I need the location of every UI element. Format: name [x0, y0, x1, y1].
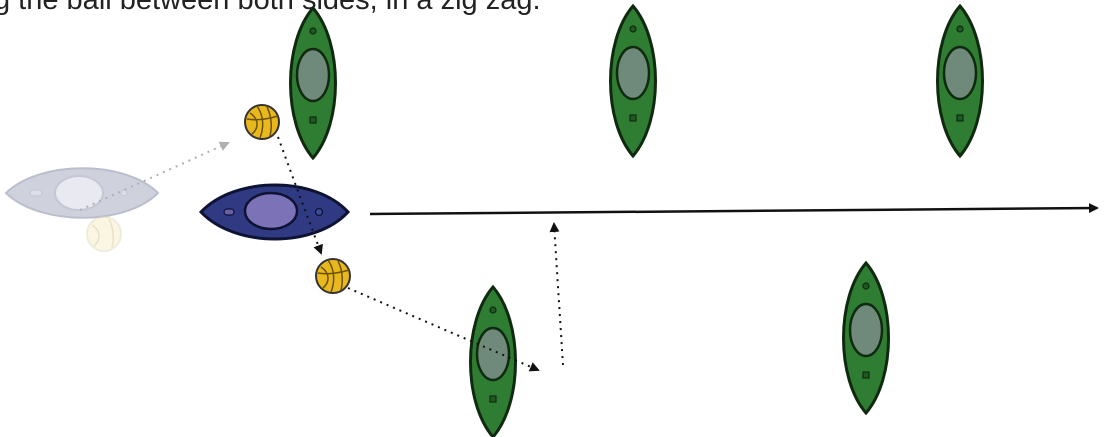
green-kayak-icon [842, 261, 890, 415]
ghost-ball-icon [86, 216, 122, 252]
ghost-kayak-icon [4, 167, 160, 219]
blue-kayak-icon [198, 183, 351, 241]
direction-arrow [369, 203, 1099, 216]
green-kayak-icon [609, 4, 657, 158]
pass-arrow-down [277, 136, 323, 255]
water-polo-ball-icon [315, 258, 351, 294]
green-kayak-icon [936, 4, 984, 158]
pass-arrow-up [549, 222, 564, 366]
green-kayak-icon [289, 6, 337, 160]
green-kayak-icon [469, 285, 517, 437]
water-polo-ball-icon [244, 104, 280, 140]
diagram-caption: g the ball between both sides, in a zig … [0, 0, 541, 16]
